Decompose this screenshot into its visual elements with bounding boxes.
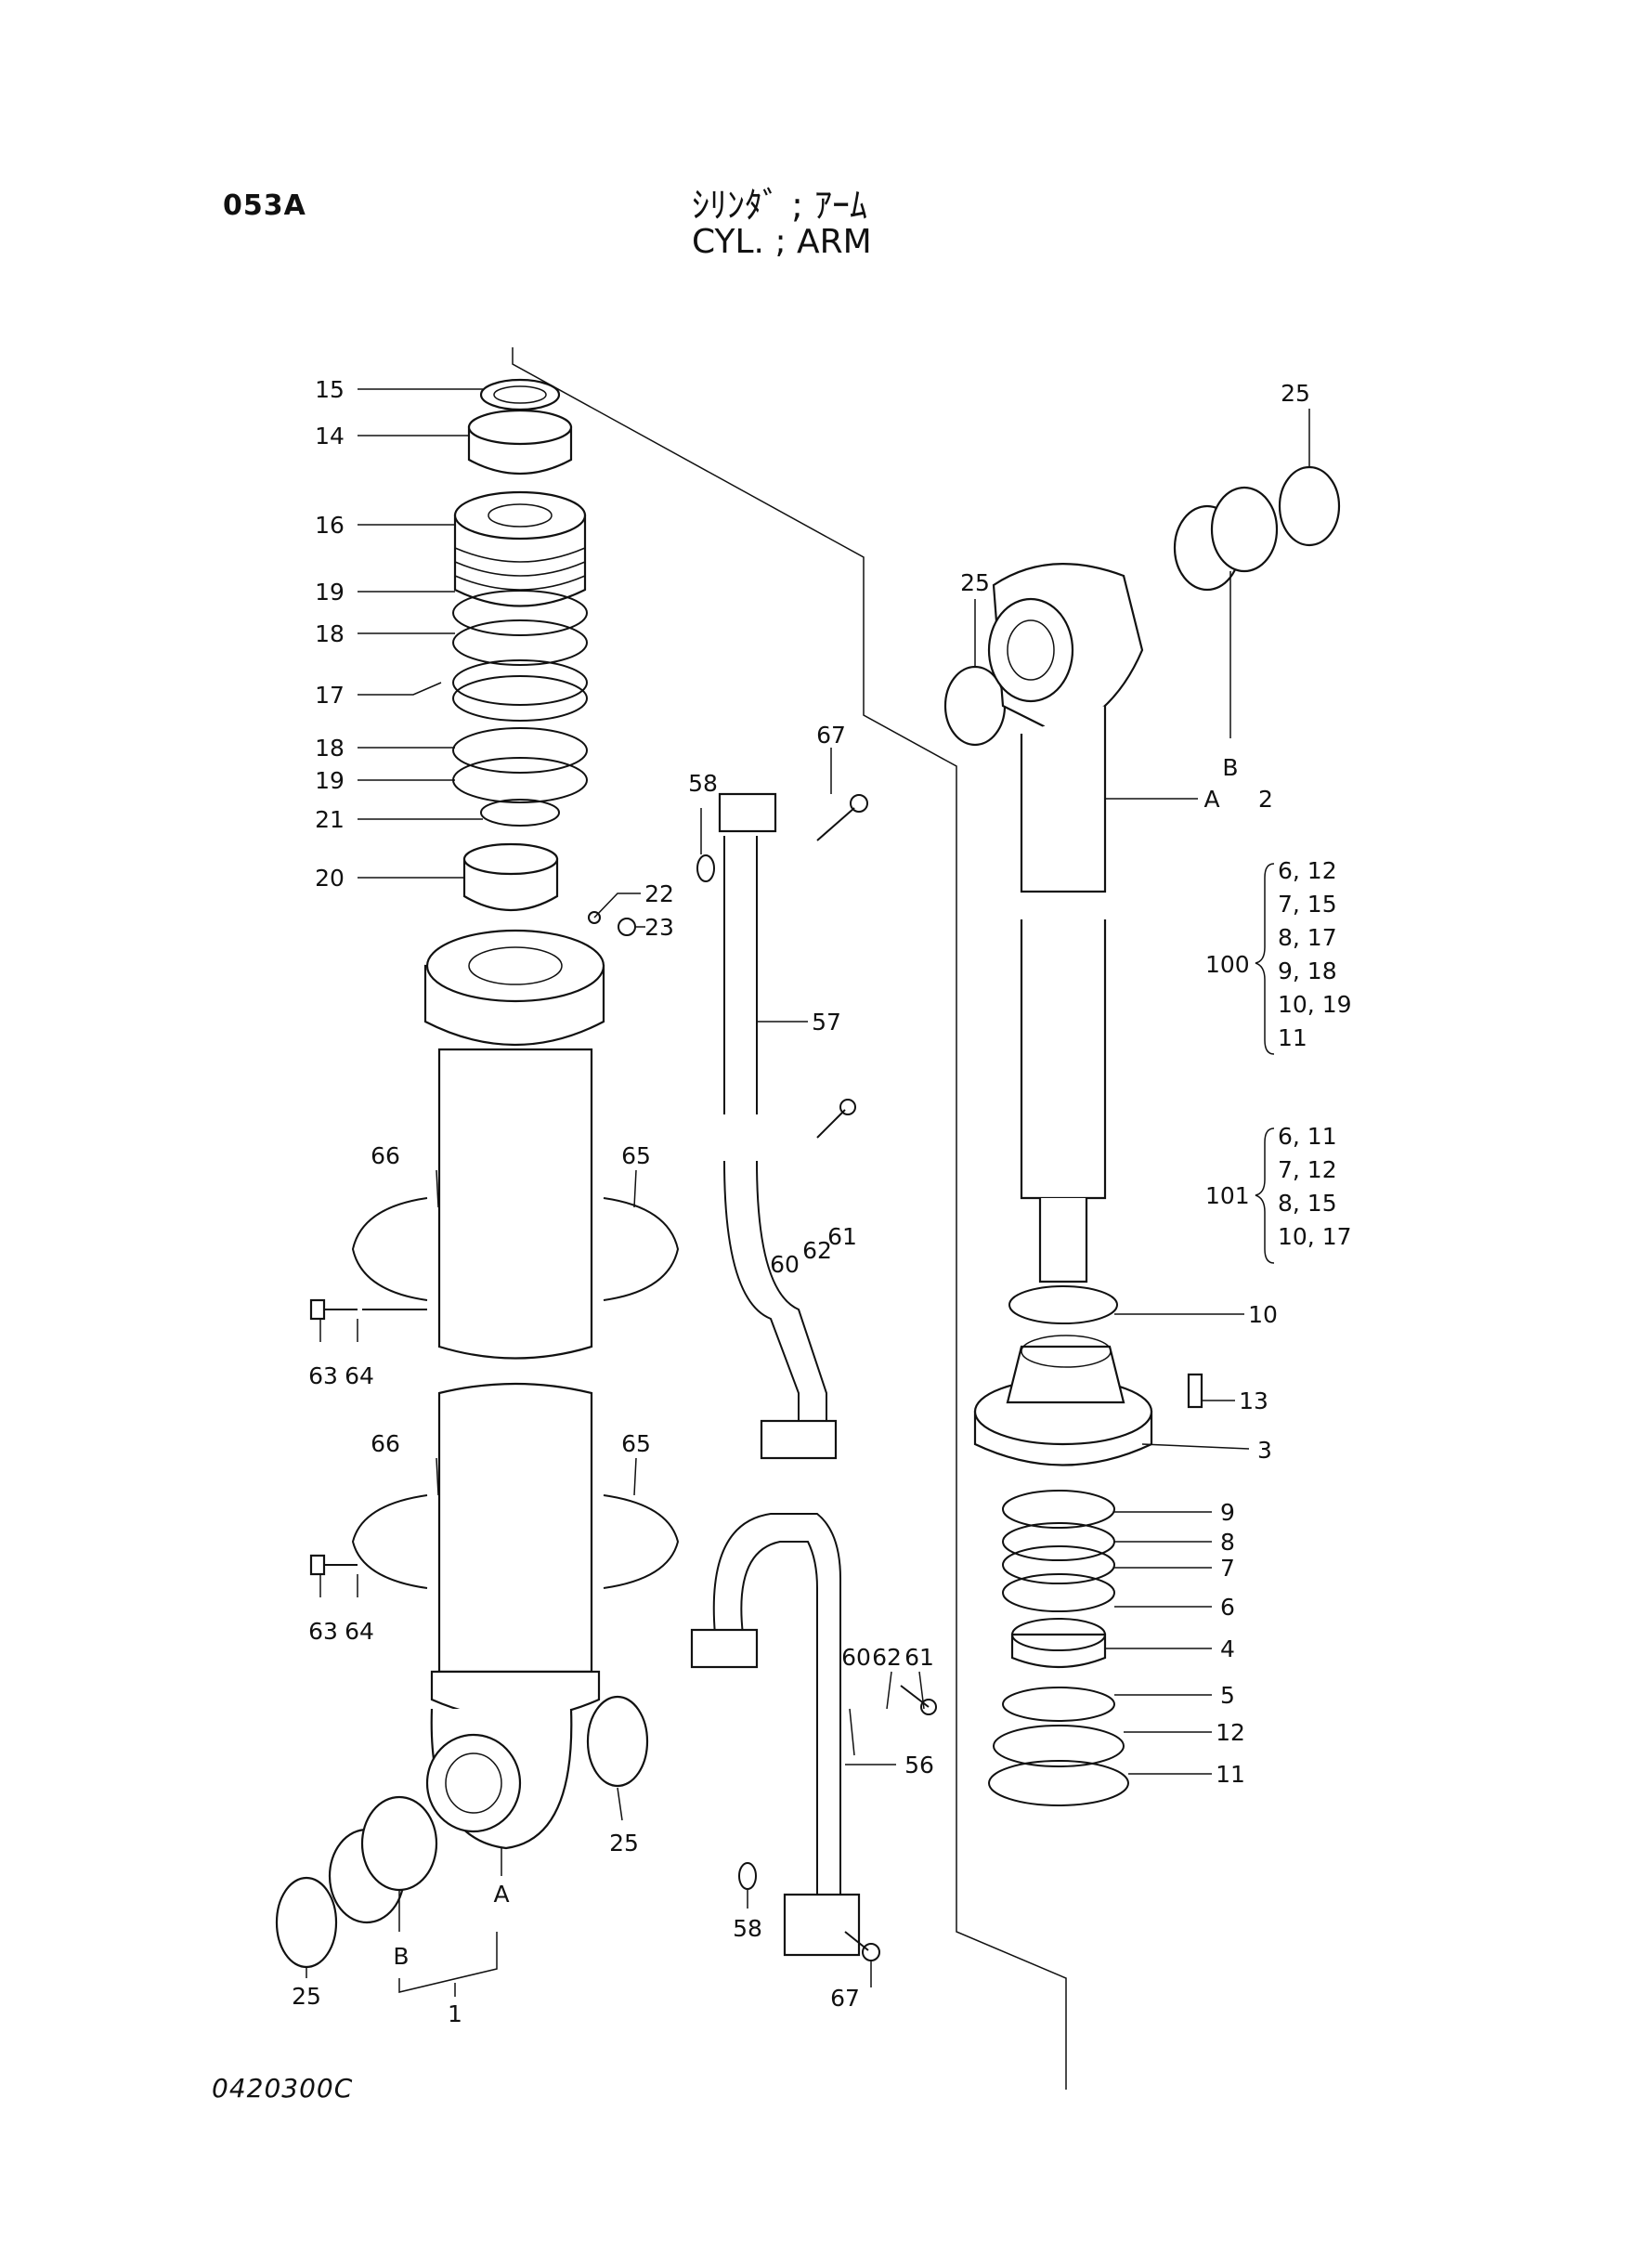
- callout-58: 58: [733, 1915, 762, 1942]
- callout-25: 25: [960, 569, 990, 596]
- callout-56: 56: [904, 1752, 934, 1778]
- kit-part-line: 8, 15: [1278, 1190, 1337, 1217]
- callout-2: 2: [1258, 786, 1273, 813]
- callout-B: B: [393, 1943, 409, 1970]
- callout-3: 3: [1257, 1437, 1272, 1464]
- callout-19: 19: [315, 767, 345, 794]
- callout-61: 61: [827, 1223, 857, 1250]
- kit-part-line: 10, 17: [1278, 1223, 1352, 1250]
- clamp-band-upper: [351, 1197, 680, 1310]
- callout-6: 6: [1220, 1594, 1235, 1621]
- callout-13: 13: [1239, 1388, 1268, 1414]
- callout-5: 5: [1220, 1682, 1235, 1709]
- callout-10: 10: [1248, 1301, 1278, 1328]
- callout-18: 18: [315, 620, 345, 647]
- callout-57: 57: [812, 1009, 841, 1036]
- callout-19: 19: [315, 579, 345, 606]
- callout-60: 60: [770, 1251, 800, 1278]
- callout-63: 63: [308, 1362, 338, 1389]
- callout-25: 25: [292, 1983, 321, 2010]
- callout-67: 67: [816, 722, 846, 749]
- callout-22: 22: [644, 880, 674, 907]
- callout-58: 58: [688, 770, 718, 797]
- callout-A: A: [493, 1881, 509, 1908]
- callout-25: 25: [1281, 380, 1310, 407]
- bushing-B-right: [1173, 486, 1279, 592]
- drawing-number: 0420300C: [212, 2073, 354, 2104]
- callout-8: 8: [1220, 1529, 1235, 1556]
- piston-rings: [452, 590, 588, 827]
- callout-15: 15: [315, 376, 345, 403]
- callout-4: 4: [1220, 1635, 1235, 1662]
- kit-number-101: 101: [1205, 1182, 1250, 1209]
- block-fitting-58: [696, 854, 757, 1890]
- bushing-B-left: [275, 1795, 438, 1969]
- assembly-divider-line: [512, 347, 1067, 2090]
- kit-part-line: 10, 19: [1278, 991, 1352, 1018]
- pipe-56: [690, 1513, 861, 1957]
- kit-part-line: 9, 18: [1278, 958, 1337, 984]
- callout-9: 9: [1220, 1499, 1235, 1526]
- seal-15: [479, 378, 561, 411]
- callout-16: 16: [315, 512, 345, 539]
- callout-14: 14: [315, 423, 345, 449]
- nut-20: [462, 842, 636, 936]
- callout-1: 1: [448, 2000, 462, 2027]
- callout-25: 25: [609, 1830, 639, 1857]
- page-code: 053A: [223, 189, 306, 222]
- seal-25-left: [586, 1695, 649, 1788]
- callout-64: 64: [345, 1362, 374, 1389]
- cylinder-tube-upper: [423, 929, 605, 1360]
- bushing-14: [467, 409, 573, 475]
- title-japanese: ｼﾘﾝﾀﾞ ; ｱｰﾑ: [692, 185, 867, 226]
- kit-part-line: 7, 12: [1278, 1156, 1337, 1183]
- rod-seals-stack: [988, 1490, 1129, 1806]
- leader-lines: [306, 388, 1310, 1997]
- callout-63: 63: [308, 1618, 338, 1645]
- screws-67-61: [816, 794, 937, 1961]
- rod-cover-3: [973, 1285, 1203, 1466]
- callout-21: 21: [315, 806, 345, 833]
- piston-rod-2: [987, 563, 1144, 1283]
- callout-62: 62: [872, 1644, 902, 1671]
- callout-66: 66: [371, 1142, 400, 1169]
- callout-20: 20: [315, 865, 345, 892]
- kit-brace-101: [1255, 1127, 1275, 1264]
- kit-part-line: 8, 17: [1278, 924, 1337, 951]
- kit-101-parts: 6, 11 7, 12 8, 15 10, 17: [1278, 1120, 1352, 1254]
- seal-25-right-top: [1278, 465, 1341, 547]
- pipe-57: [718, 792, 838, 1460]
- piston-16: [453, 490, 587, 607]
- kit-part-line: 6, 11: [1278, 1123, 1337, 1150]
- title-english: CYL. ; ARM: [692, 223, 872, 261]
- cylinder-tube-lower: [425, 1382, 601, 1850]
- callout-67: 67: [830, 1985, 860, 2012]
- callout-18: 18: [315, 735, 345, 762]
- callout-B: B: [1222, 754, 1238, 781]
- kit-brace-100: [1255, 863, 1275, 1055]
- callout-62: 62: [802, 1237, 832, 1264]
- kit-number-100: 100: [1205, 951, 1250, 978]
- kit-part-line: 11: [1278, 1024, 1307, 1051]
- callout-12: 12: [1216, 1719, 1245, 1746]
- bolts-63-64: [309, 1298, 358, 1576]
- kit-part-line: 6, 12: [1278, 857, 1337, 884]
- callout-64: 64: [345, 1618, 374, 1645]
- callout-11: 11: [1216, 1761, 1245, 1788]
- callout-65: 65: [621, 1142, 651, 1169]
- kit-part-line: 7, 15: [1278, 891, 1337, 918]
- callout-17: 17: [315, 682, 345, 709]
- callout-66: 66: [371, 1430, 400, 1457]
- clamp-band-lower: [351, 1494, 680, 1589]
- callout-60: 60: [841, 1644, 871, 1671]
- callout-labels: 15 14 16 19 18 17 18 19 21 20 22 23 58 6…: [292, 376, 1310, 2027]
- callout-7: 7: [1220, 1555, 1235, 1582]
- callout-23: 23: [644, 914, 674, 941]
- callout-61: 61: [904, 1644, 934, 1671]
- callout-A: A: [1203, 786, 1219, 813]
- callout-65: 65: [621, 1430, 651, 1457]
- kit-100-parts: 6, 12 7, 15 8, 17 9, 18 10, 19 11: [1278, 854, 1352, 1055]
